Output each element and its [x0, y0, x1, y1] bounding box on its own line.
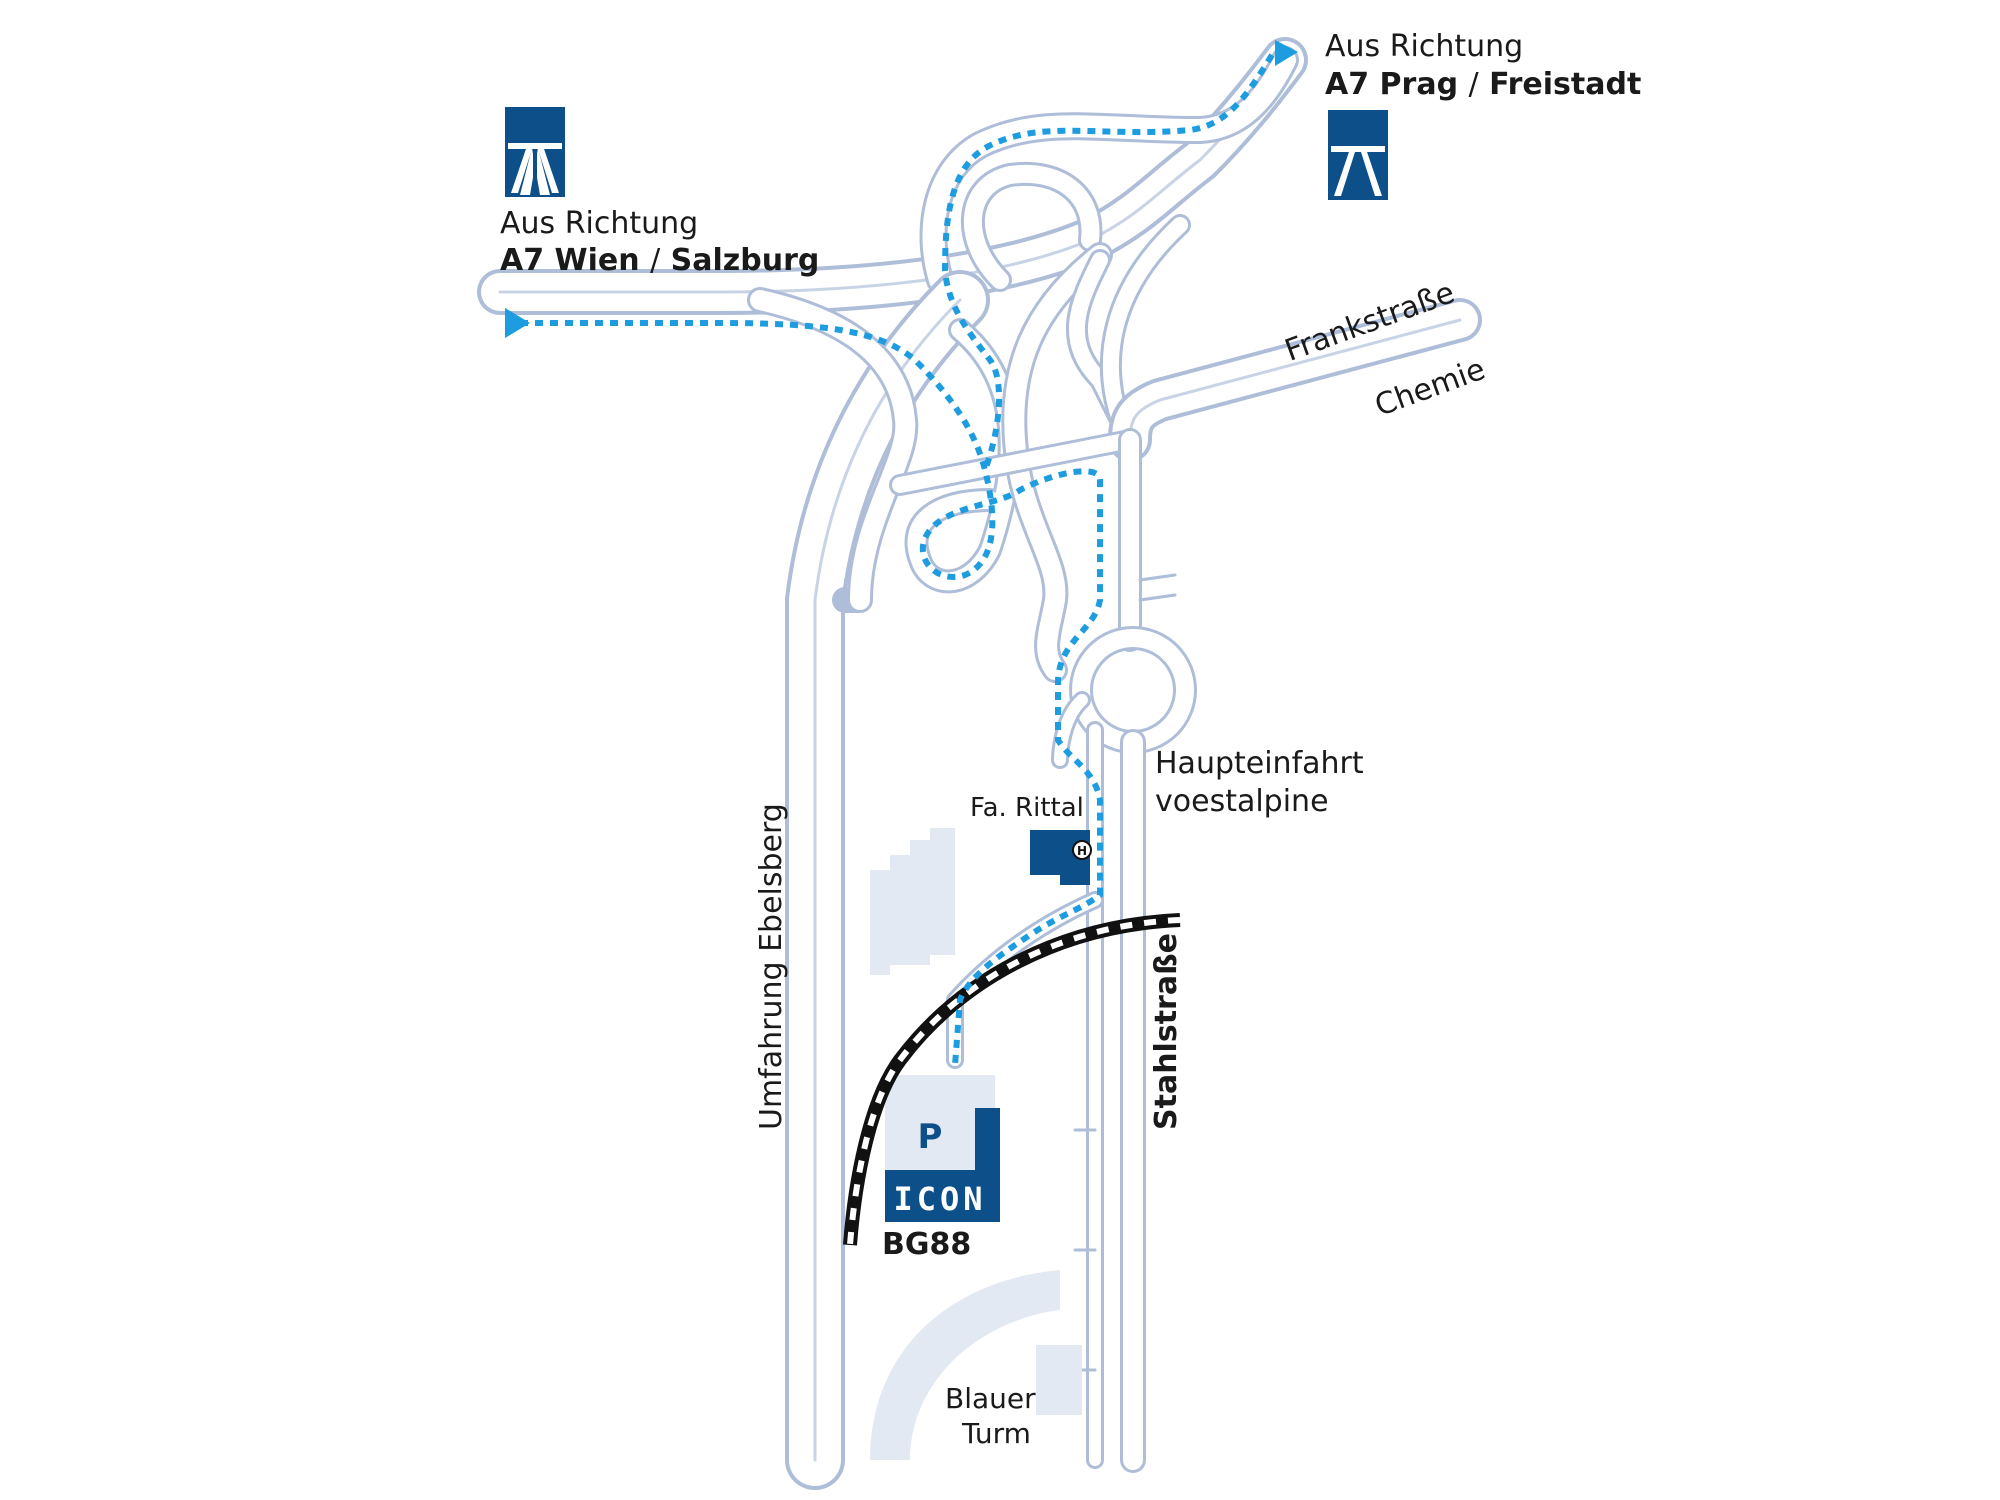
- icon-logo-text: ICON: [893, 1180, 986, 1218]
- north-origin-road: A7 Prag: [1325, 67, 1459, 102]
- west-origin-sep: /: [650, 243, 661, 278]
- north-origin-line1: Aus Richtung: [1325, 29, 1524, 64]
- rittal-building: H: [1030, 830, 1092, 885]
- side-spur: [1138, 573, 1177, 602]
- main-entrance-line1: Haupteinfahrt: [1155, 746, 1364, 781]
- railway: [843, 913, 1181, 1246]
- autobahn-sign-west-icon: [505, 107, 565, 197]
- stahlstrasse-label: Stahlstraße: [1149, 933, 1184, 1130]
- blauer-turm-arc: [870, 1270, 1060, 1460]
- rittal-label: Fa. Rittal: [970, 793, 1084, 823]
- blauer-turm-line1: Blauer: [945, 1382, 1036, 1415]
- route-start-arrow-icon: [505, 308, 530, 338]
- west-origin-road: A7 Wien: [500, 243, 640, 278]
- bg88-destination: P ICON: [885, 1108, 1000, 1222]
- blauer-turm-line2: Turm: [962, 1417, 1031, 1450]
- west-origin-city: Salzburg: [670, 243, 820, 278]
- north-origin-sep: /: [1468, 67, 1479, 102]
- office-blocks: [870, 828, 955, 975]
- parking-icon: P: [918, 1117, 943, 1157]
- bus-stop-icon: [1072, 840, 1092, 860]
- blauer-turm-building: [1036, 1345, 1082, 1415]
- umfahrung-ebelsberg-label: Umfahrung Ebelsberg: [754, 803, 789, 1130]
- west-origin-route: A7 Wien / Salzburg: [500, 242, 819, 280]
- route-end-arrow-icon: [1275, 40, 1298, 66]
- route-from-north: [941, 53, 1275, 472]
- autobahn-sign-north-icon: [1328, 110, 1388, 200]
- north-origin-city: Freistadt: [1489, 67, 1642, 102]
- bus-stop-letter: H: [1077, 844, 1087, 858]
- main-entrance-line2: voestalpine: [1155, 784, 1329, 819]
- route-from-west: [520, 320, 1103, 1066]
- bg88-label: BG88: [882, 1227, 972, 1262]
- west-origin-line1: Aus Richtung: [500, 206, 699, 241]
- north-origin-route: A7 Prag / Freistadt: [1325, 66, 1641, 104]
- driving-route: [520, 53, 1275, 1066]
